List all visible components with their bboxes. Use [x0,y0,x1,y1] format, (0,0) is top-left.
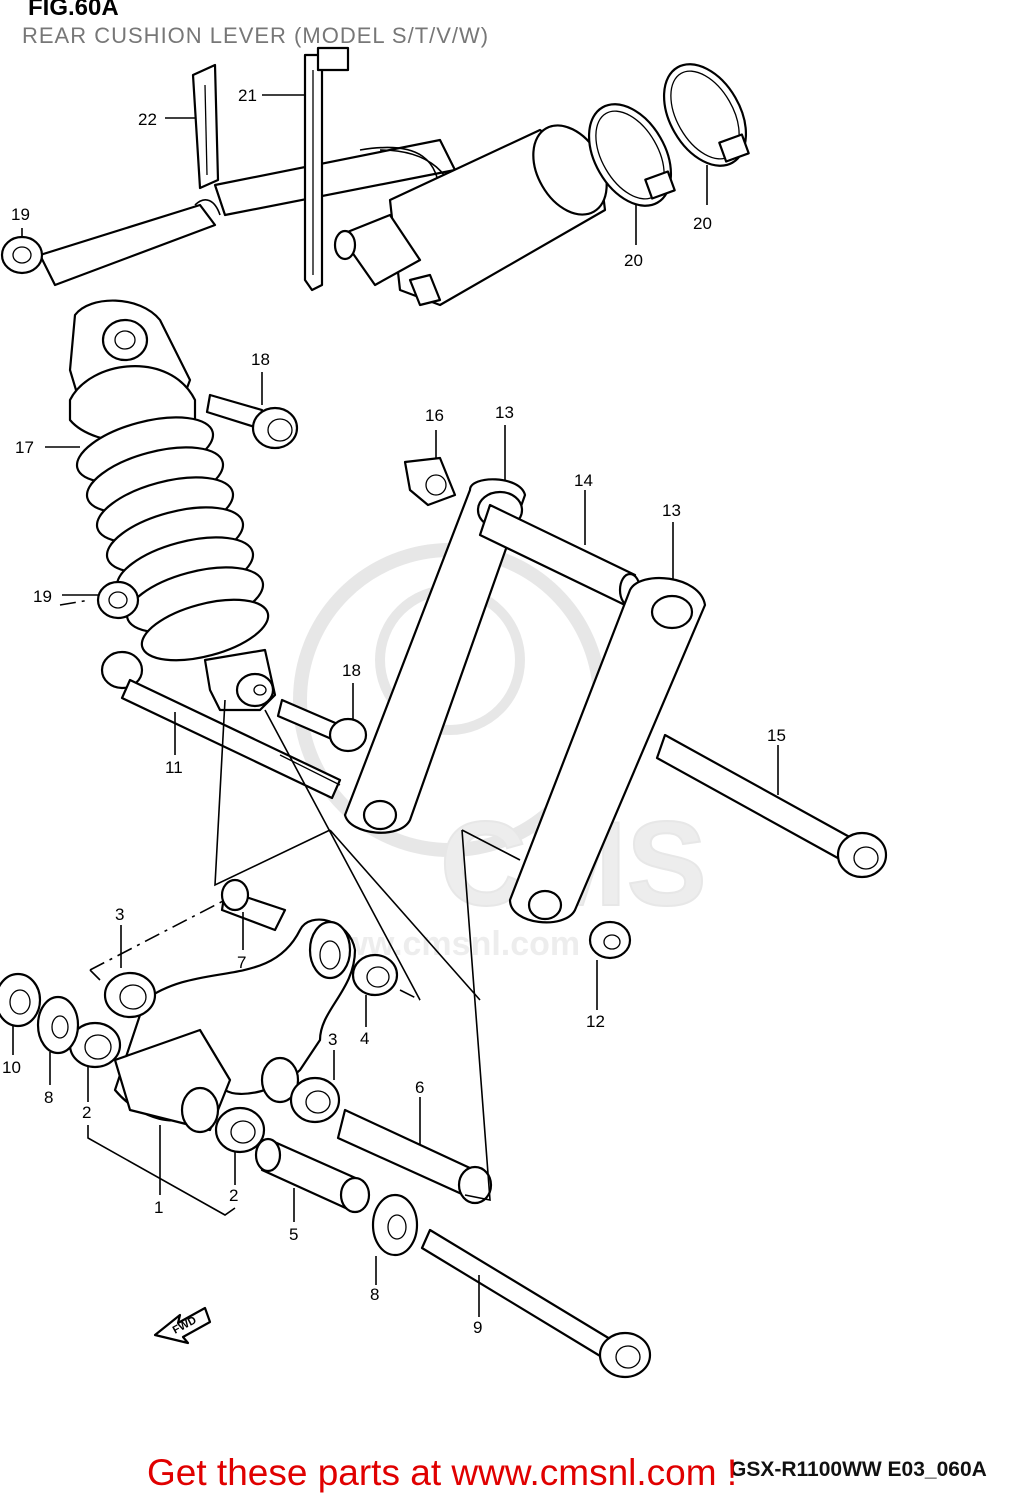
callout-6: 6 [415,1078,424,1097]
nut-10 [0,972,42,1028]
callout-2b: 2 [229,1186,238,1205]
tie-strap-21 [303,46,350,292]
callout-19a: 19 [11,205,30,224]
figure-subtitle: REAR CUSHION LEVER (MODEL S/T/V/W) [22,23,490,48]
callout-5: 5 [289,1225,298,1244]
footer-link[interactable]: Get these parts at www.cmsnl.com ! [147,1452,738,1493]
callout-19b: 19 [33,587,52,606]
callout-22: 22 [138,110,157,129]
callout-3b: 3 [328,1030,337,1049]
callout-3a: 3 [115,905,124,924]
washer-8-left [36,995,80,1055]
callout-13b: 13 [662,501,681,520]
callout-2a: 2 [82,1103,91,1122]
rear-shock-absorber-17 [68,299,277,712]
callout-7: 7 [237,953,246,972]
figure-title: FIG.60A [28,0,119,21]
washer-8-lower [371,1193,419,1257]
callout-8a: 8 [44,1088,53,1107]
callout-13a: 13 [495,403,514,422]
bearing-2-right [214,1106,266,1154]
callout-17: 17 [15,438,34,457]
callout-21: 21 [238,86,257,105]
callout-11: 11 [165,758,183,777]
leader-lines [12,94,779,1317]
cushion-lever-1 [113,918,357,1134]
callout-20a: 20 [624,251,643,270]
reservoir-hose [38,138,457,287]
spacer-6 [336,1108,493,1205]
callout-8b: 8 [370,1285,379,1304]
watermark-url: www.cmsnl.com [314,925,580,963]
assembly-guide-lines [59,599,521,1201]
bearing-3-lower [289,1076,341,1124]
bearing-4 [351,953,399,997]
bolt-9 [420,1228,652,1379]
callout-16: 16 [425,406,444,425]
nut-16 [403,456,457,507]
callout-20b: 20 [693,214,712,233]
reservoir-tank [333,124,608,307]
nut-12 [588,920,632,960]
callout-10: 10 [2,1058,21,1077]
callout-4: 4 [360,1029,369,1048]
callout-labels: 22 21 20 20 19 18 17 16 13 14 13 19 18 1… [2,86,786,1337]
cushion-rod-13-right [508,576,707,924]
bracket-22 [191,63,220,190]
spacer-5 [254,1137,371,1214]
callout-18b: 18 [342,661,361,680]
callout-9: 9 [473,1318,482,1337]
callout-14: 14 [574,471,593,490]
bolt-11 [100,650,342,800]
hose-clamp-20a [587,103,676,207]
fwd-arrow-icon: FWD [153,1306,212,1345]
bolt-18-upper [205,393,299,450]
hose-clamp-20b [662,63,750,167]
nut-19-lower [96,580,140,620]
bolt-18-lower [276,698,368,753]
shock-spring [75,416,270,662]
collar-7 [220,878,287,932]
bearing-3-upper [103,971,157,1019]
bolt-15 [655,733,888,879]
callout-15: 15 [767,726,786,745]
callout-18a: 18 [251,350,270,369]
callout-12: 12 [586,1012,605,1031]
model-code: GSX-R1100WW E03_060A [730,1458,987,1481]
nut-19-upper [0,235,44,275]
callout-1: 1 [154,1198,163,1217]
